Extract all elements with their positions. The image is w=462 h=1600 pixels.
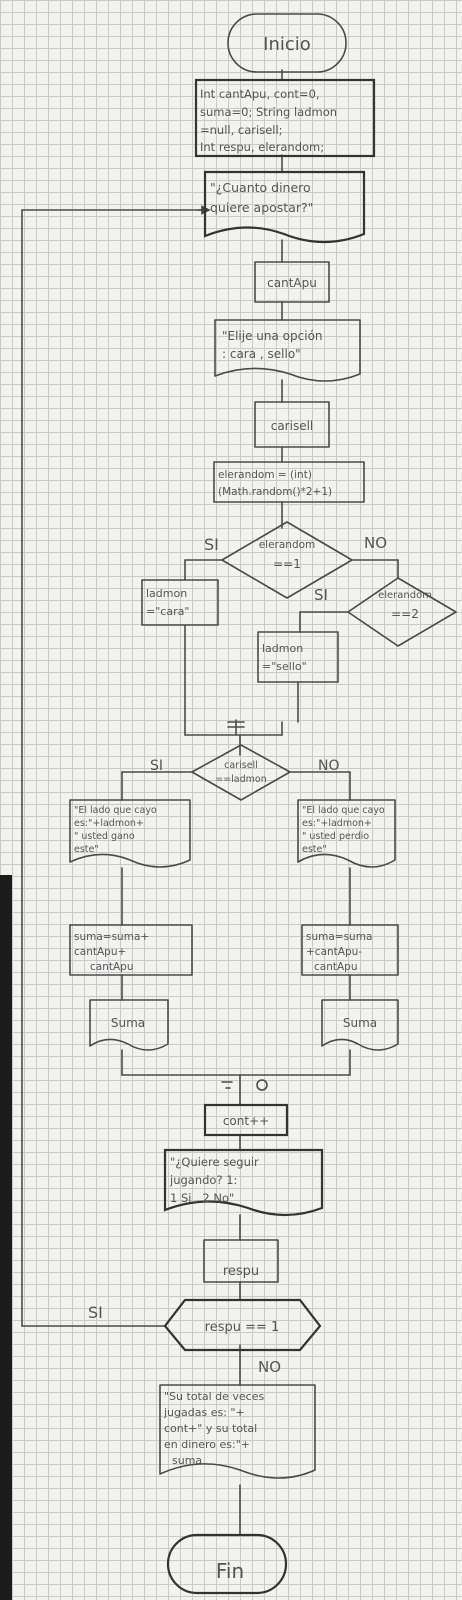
start-terminal: Inicio (227, 13, 347, 73)
decision-compare-line-1: carisell (224, 760, 258, 771)
lose-output-line-2: es:"+ladmon+ (302, 818, 372, 829)
total-output-line-3: cont+" y su total (164, 1422, 257, 1435)
decision-random-1-line-1: elerandom (259, 539, 316, 551)
sum-lose-line-1: suma=suma (306, 931, 372, 943)
decision-compare-yes: SI (150, 758, 163, 774)
read-respu: respu (203, 1239, 279, 1283)
total-output-line-2: jugadas es: "+ (163, 1406, 245, 1419)
declaration-line-3: =null, carisell; (200, 123, 283, 137)
win-output-line-1: "El lado que cayo (74, 805, 157, 816)
decision-continue-label: respu == 1 (205, 1320, 280, 1335)
declarations-box: Int cantApu, cont=0, suma=0; String ladm… (194, 78, 376, 158)
decision-random-1-line-2: ==1 (273, 557, 301, 571)
prompt-amount-line-1: "¿Cuanto dinero (210, 180, 311, 195)
read-cantapu: cantApu (254, 261, 330, 303)
lose-output-line-4: este" (302, 844, 327, 855)
prompt-amount-line-2: quiere apostar?" (210, 200, 313, 215)
total-output-line-1: "Su total de veces (164, 1390, 264, 1403)
continue-prompt-line-2: jugando? 1: (169, 1173, 237, 1187)
lose-output-line-3: " usted perdio (302, 831, 369, 842)
print-suma-left: Suma (89, 999, 169, 1051)
lose-output: "El lado que cayo es:"+ladmon+ " usted p… (297, 799, 396, 868)
total-output: "Su total de veces jugadas es: "+ cont+"… (159, 1384, 316, 1479)
total-output-line-4: en dinero es:"+ (164, 1438, 250, 1451)
increment-box: cont++ (203, 1103, 289, 1137)
sum-win-box: suma=suma+ cantApu+ cantApu (69, 924, 193, 976)
declaration-line-4: Int respu, elerandom; (200, 140, 324, 154)
sum-lose-box: suma=suma +cantApu- cantApu (301, 924, 399, 976)
sum-win-line-3: cantApu (90, 961, 133, 973)
sum-lose-line-2: +cantApu- (306, 946, 362, 958)
decision-compare-no: NO (318, 758, 340, 774)
increment-label: cont++ (223, 1114, 269, 1128)
read-carisell-label: carisell (271, 419, 314, 433)
sum-lose-line-3: cantApu (314, 961, 357, 973)
random-assign-line-2: (Math.random()*2+1) (218, 486, 332, 498)
continue-prompt-output: "¿Quiere seguir jugando? 1: 1 Si , 2 No" (163, 1148, 324, 1217)
assign-cara-box: ladmon ="cara" (141, 579, 219, 626)
read-carisell: carisell (254, 401, 330, 448)
decision-random-2-yes: SI (314, 586, 328, 604)
lose-output-line-1: "El lado que cayo (302, 805, 385, 816)
prompt-amount-output: "¿Cuanto dinero quiere apostar?" (203, 170, 366, 244)
decision-random-1-no: NO (364, 534, 387, 552)
decision-random-2-line-2: ==2 (391, 607, 419, 621)
random-assign-line-1: elerandom = (int) (218, 469, 312, 481)
junction-marks (221, 719, 268, 1091)
choose-option-output: "Elije una opción : cara , sello" (214, 319, 361, 382)
win-output-line-2: es:"+ladmon+ (74, 818, 144, 829)
decision-compare-line-2: ==ladmon (215, 774, 267, 785)
end-label: Fin (216, 1559, 244, 1583)
total-output-line-5: suma (172, 1454, 202, 1467)
choose-option-line-2: : cara , sello" (222, 347, 301, 361)
declaration-line-2: suma=0; String ladmon (200, 105, 337, 119)
decision-continue-no: NO (258, 1358, 281, 1376)
assign-cara-line-2: ="cara" (146, 605, 189, 618)
assign-sello-line-1: ladmon (262, 642, 303, 655)
decision-random-1: elerandom ==1 SI NO (204, 521, 387, 599)
continue-prompt-line-1: "¿Quiere seguir (170, 1155, 259, 1169)
decision-continue: respu == 1 SI NO (88, 1298, 322, 1376)
print-suma-left-label: Suma (111, 1016, 145, 1030)
random-assign-box: elerandom = (int) (Math.random()*2+1) (213, 461, 365, 503)
win-output-line-3: " usted gano (74, 831, 135, 842)
choose-option-line-1: "Elije una opción (222, 329, 323, 343)
declaration-line-1: Int cantApu, cont=0, (200, 87, 320, 101)
photo-dark-edge (0, 875, 12, 1600)
continue-prompt-line-3: 1 Si , 2 No" (170, 1191, 234, 1205)
sum-win-line-2: cantApu+ (74, 946, 126, 958)
decision-random-1-yes: SI (204, 535, 219, 554)
assign-cara-line-1: ladmon (146, 587, 187, 600)
print-suma-right-label: Suma (343, 1016, 377, 1030)
end-terminal: Fin (166, 1533, 288, 1595)
decision-random-2: elerandom ==2 SI (314, 577, 457, 647)
decision-random-2-line-1: elerandom (378, 590, 432, 601)
assign-sello-box: ladmon ="sello" (257, 631, 339, 683)
sum-win-line-1: suma=suma+ (74, 931, 149, 943)
print-suma-right: Suma (321, 999, 399, 1051)
decision-compare: carisell ==ladmon SI NO (150, 744, 340, 801)
connector-lines (21, 69, 399, 1536)
assign-sello-line-2: ="sello" (262, 660, 307, 673)
read-cantapu-label: cantApu (267, 276, 317, 290)
win-output: "El lado que cayo es:"+ladmon+ " usted g… (69, 799, 191, 868)
decision-continue-yes: SI (88, 1303, 103, 1322)
read-respu-label: respu (223, 1264, 259, 1279)
win-output-line-4: este" (74, 844, 99, 855)
start-label: Inicio (263, 34, 311, 55)
